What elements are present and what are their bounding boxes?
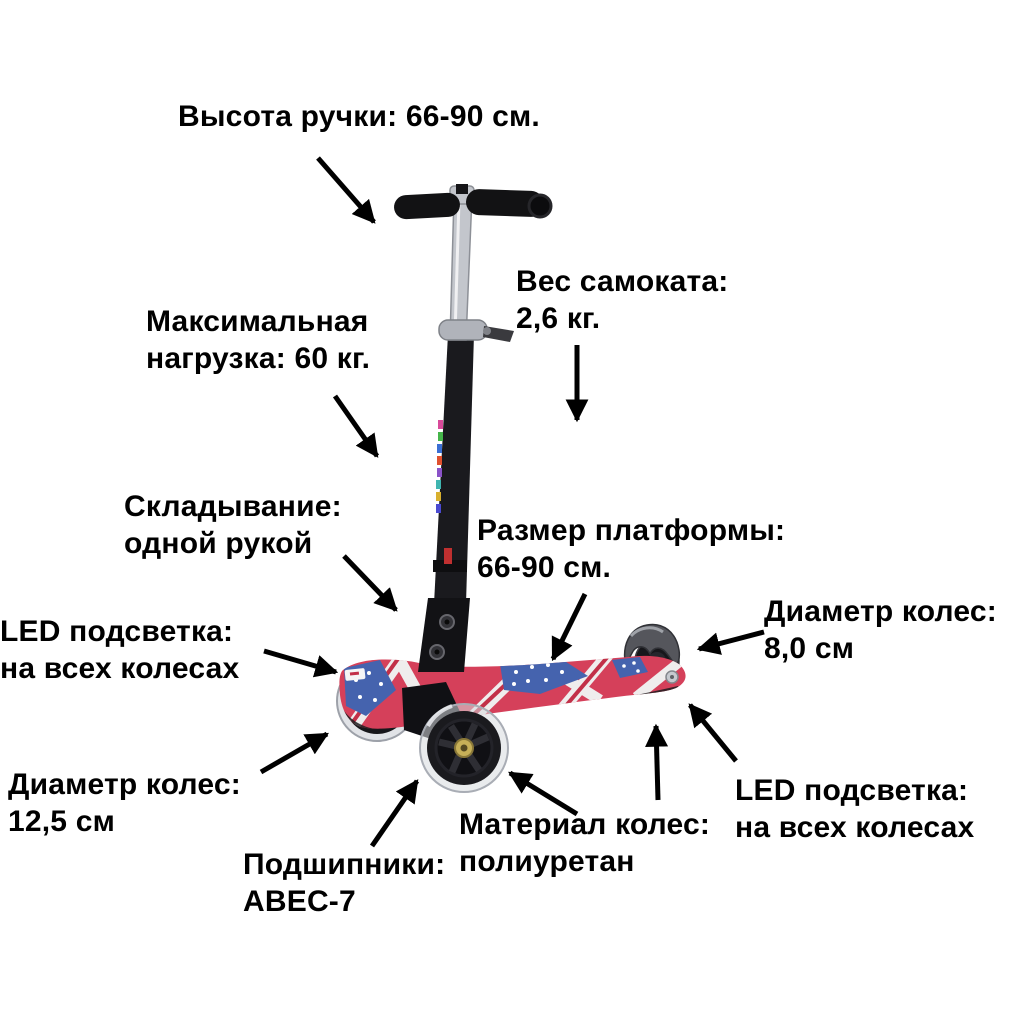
label-led-rear: LED подсветка: на всех колесах [735,772,974,846]
label-handle-height-text: Высота ручки: 66-90 см. [178,100,540,133]
label-platform-size: Размер платформы: 66-90 см. [477,512,785,586]
label-bearings-line1: Подшипники: [243,848,446,881]
label-wheel-diameter-rear-line2: 8,0 см [764,632,855,665]
label-platform-size-line1: Размер платформы: [477,514,786,547]
deck-blue-star-patch-mid [500,658,588,694]
arrow-led-front [263,648,339,678]
label-max-load-line1: Максимальная [146,305,369,338]
stem-lower-black [434,334,474,604]
label-wheel-diameter-front-line2: 12,5 см [8,805,116,838]
arrow-max-load [332,394,380,458]
arrow-wheel-material [508,770,579,817]
label-led-front-line1: LED подсветка: [0,615,234,648]
label-max-load: Максимальная нагрузка: 60 кг. [146,303,370,377]
label-led-front-line2: на всех колесах [0,652,240,685]
stem-brand-decal [436,420,452,564]
label-wheel-diameter-front: Диаметр колес: 12,5 см [8,766,241,840]
folding-hinge [418,598,470,672]
label-bearings: Подшипники: ABEC-7 [243,846,445,920]
label-wheel-diameter-rear-line1: Диаметр колес: [764,595,997,628]
rear-brake-fender [624,623,681,668]
label-wheel-material: Материал колес: полиуретан [459,806,710,880]
arrow-wheel-diameter-front [259,731,329,775]
label-platform-size-line2: 66-90 см. [477,551,612,584]
arrow-bearings [369,779,420,848]
callout-arrows [259,156,765,848]
label-led-rear-line2: на всех колесах [735,811,975,844]
label-bearings-line2: ABEC-7 [243,885,356,918]
stem-chrome-tube [449,195,473,341]
arrow-handle-height [316,156,376,224]
handlebar [394,184,553,220]
front-wheel-near [419,703,509,793]
label-scooter-weight-line2: 2,6 кг. [516,302,601,335]
label-wheel-diameter-front-line1: Диаметр колес: [8,768,241,801]
label-wheel-material-line1: Материал колес: [459,808,711,841]
steering-column [394,184,553,672]
arrow-platform-size [550,592,588,662]
label-scooter-weight-line1: Вес самоката: [516,265,729,298]
scooter-illustration [336,184,686,793]
label-scooter-weight: Вес самоката: 2,6 кг. [516,263,729,337]
label-wheel-diameter-rear: Диаметр колес: 8,0 см [764,593,997,667]
label-wheel-material-line2: полиуретан [459,845,635,878]
label-max-load-line2: нагрузка: 60 кг. [146,342,371,375]
handlebar-grip-right [466,189,544,217]
label-folding-line1: Складывание: [124,490,342,523]
deck-blue-patch-rear [612,657,648,678]
arrow-folding [342,554,398,612]
wheel-spokes [438,722,490,774]
label-folding: Складывание: одной рукой [124,488,342,562]
height-clamp [438,319,514,342]
label-led-front: LED подсветка: на всех колесах [0,613,239,687]
arrow-led-rear-vertical [645,723,669,801]
label-handle-height: Высота ручки: 66-90 см. [178,98,540,135]
label-folding-line2: одной рукой [124,527,313,560]
handlebar-grip-left [394,192,460,220]
arrow-wheel-diameter-rear [696,629,765,655]
arrow-led-rear-diagonal [688,703,738,763]
label-led-rear-line1: LED подсветка: [735,774,969,807]
